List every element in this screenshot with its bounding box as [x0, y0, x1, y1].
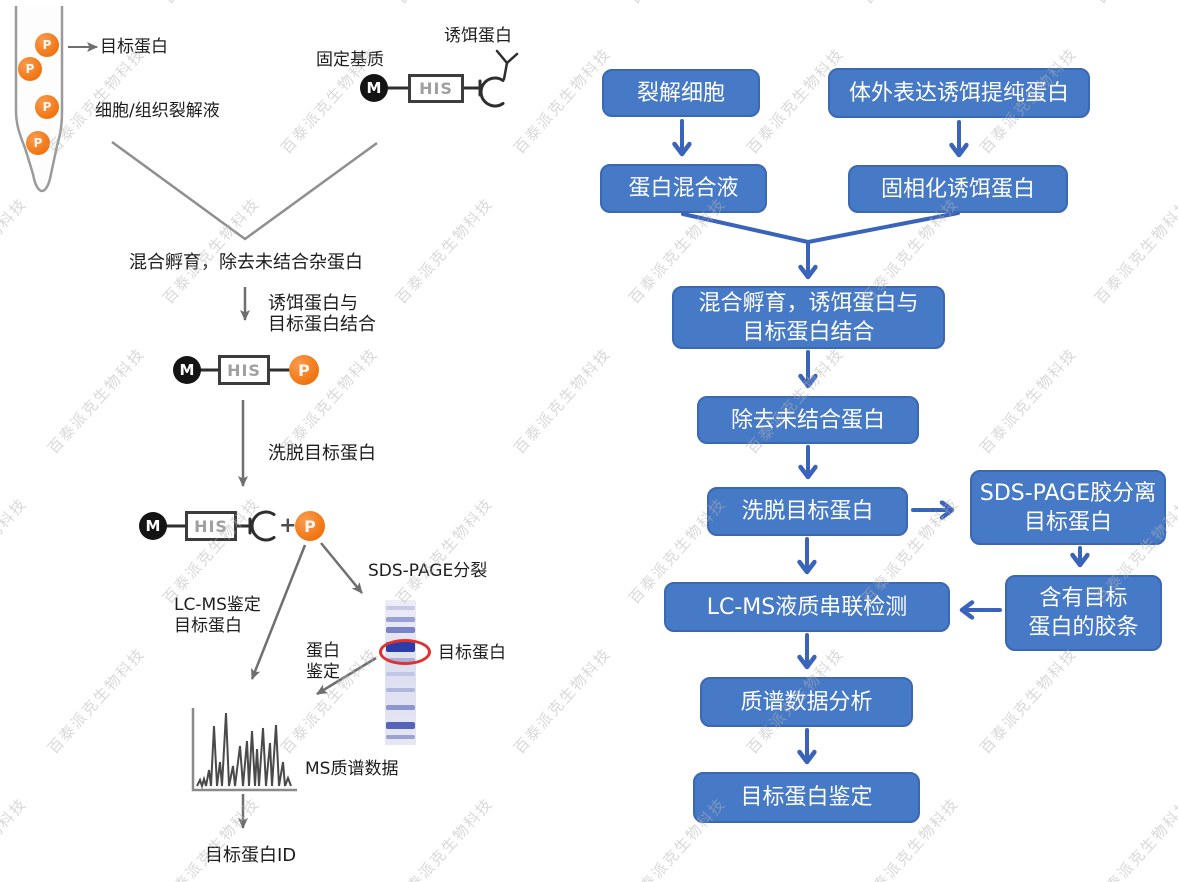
flowchart-arrows [682, 119, 1080, 761]
eluted-complex [163, 510, 276, 542]
target-protein-id-label: 目标蛋白ID [205, 845, 297, 866]
flow-box-sds-page-separate: SDS-PAGE胶分离 目标蛋白 [970, 470, 1166, 545]
ms-chromatogram-icon [191, 708, 297, 792]
his-tag-box: HIS [185, 511, 237, 541]
his-tag-box: HIS [218, 355, 270, 385]
sds-branch-arrow [320, 542, 363, 594]
gel-target-protein-label: 目标蛋白 [438, 643, 506, 663]
matrix-bead: M [173, 356, 201, 384]
target-protein-ball: P [35, 95, 59, 119]
sds-page-gel-icon [385, 600, 416, 745]
ms-data-label: MS质谱数据 [305, 759, 399, 779]
protein-identify-label: 蛋白 鉴定 [306, 641, 340, 682]
target-band-highlight [379, 639, 431, 665]
flow-box-target-identify: 目标蛋白鉴定 [693, 772, 920, 823]
bait-crescent-icon [479, 76, 505, 108]
protein-identify-arrow [316, 656, 377, 696]
flow-box-lyse-cells: 裂解细胞 [602, 69, 760, 117]
plus-sign: + [279, 513, 297, 537]
mix-incubate-label: 混合孵育，除去未结合杂蛋白 [129, 252, 363, 273]
flow-box-lcms-detect: LC-MS液质串联检测 [664, 582, 950, 632]
funnel-lines [111, 140, 378, 241]
target-protein-ball: P [26, 131, 50, 155]
target-protein-label: 目标蛋白 [100, 37, 168, 57]
target-protein-ball: P [35, 33, 59, 57]
bait-binds-label: 诱饵蛋白与 目标蛋白结合 [268, 293, 376, 335]
lcms-branch-arrow [250, 544, 307, 680]
flow-box-gel-strip: 含有目标 蛋白的胶条 [1005, 575, 1162, 651]
matrix-bead: M [360, 74, 388, 102]
elute-label: 洗脱目标蛋白 [268, 443, 376, 464]
flow-box-remove-unbound: 除去未结合蛋白 [697, 396, 919, 444]
his-tag-box: HIS [408, 74, 464, 103]
target-protein-ball: P [289, 355, 319, 385]
bait-fork-icon [495, 49, 519, 81]
flow-box-express-bait: 体外表达诱饵提纯蛋白 [828, 68, 1090, 118]
sds-page-label: SDS-PAGE分裂 [368, 561, 488, 581]
lysate-label: 细胞/组织裂解液 [95, 101, 220, 121]
bait-crescent-icon [250, 510, 276, 542]
flow-box-elute-target: 洗脱目标蛋白 [707, 487, 908, 536]
matrix-bead: M [139, 512, 167, 540]
matrix-his-bait-complex [386, 49, 519, 108]
target-protein-ball: P [18, 57, 42, 81]
lcms-identify-label: LC-MS鉴定 目标蛋白 [174, 595, 261, 636]
bait-protein-label: 诱饵蛋白 [444, 26, 512, 46]
flow-box-incubate-bind: 混合孵育，诱饵蛋白与 目标蛋白结合 [672, 286, 945, 349]
flow-box-protein-mixture: 蛋白混合液 [600, 164, 767, 213]
fixed-matrix-label: 固定基质 [316, 50, 384, 70]
flow-box-ms-data-analysis: 质谱数据分析 [700, 677, 913, 727]
target-protein-ball: P [295, 511, 325, 541]
flow-box-immobilized-bait: 固相化诱饵蛋白 [848, 165, 1068, 213]
